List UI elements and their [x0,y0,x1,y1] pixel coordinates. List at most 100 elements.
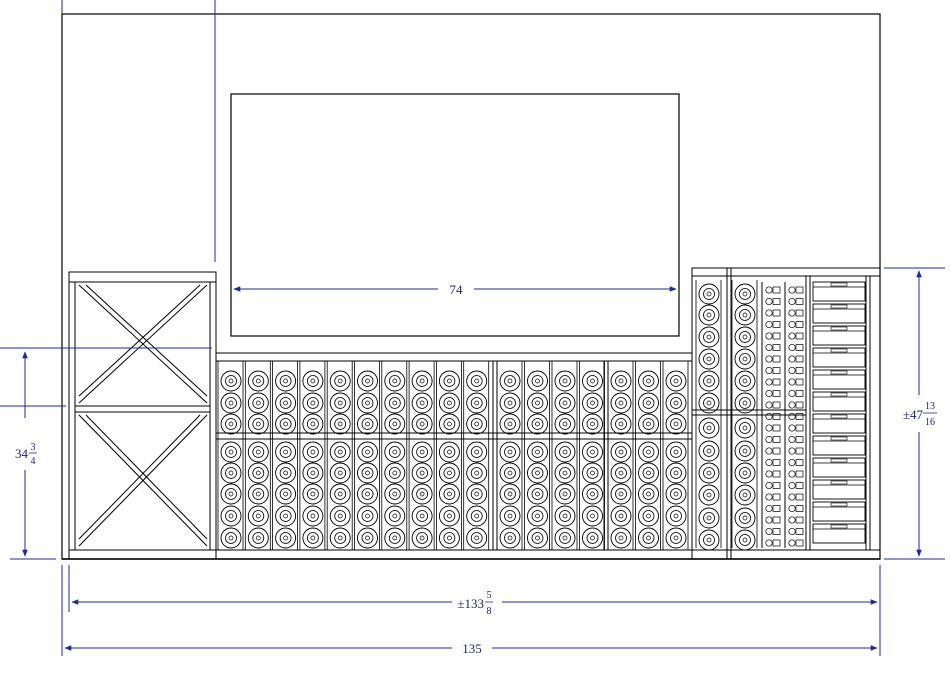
peg-bottle-neck [765,355,781,363]
bottle-end [499,527,521,549]
peg-bottle-neck [788,332,804,340]
right-rack-bottles [695,280,804,551]
bottle-end [302,413,324,435]
peg-bottle-neck [765,424,781,432]
drawer [812,303,866,324]
bottle-end [466,483,488,505]
bottle-end [220,413,242,435]
bottle-end [466,527,488,549]
inner-width-whole: ±133 [457,596,484,611]
bottle-end [411,505,433,527]
peg-bottle-neck [765,286,781,294]
bottle-end [247,370,269,392]
bottle-end [638,392,659,414]
bottle-end [582,370,603,392]
peg-bottle-neck [765,527,781,536]
bottle-end [698,348,720,370]
bottle-end [665,441,687,463]
bottle-end [220,441,242,463]
bottle-end [384,413,406,435]
bottle-end [302,483,324,505]
bottle-end [384,392,406,414]
bottle-end [527,505,548,527]
right-height-whole: ±47 [903,407,924,422]
peg-bottle-neck [765,309,781,317]
bottle-end [527,441,548,463]
bottle-end [665,392,687,414]
bottle-end [466,370,488,392]
bottle-end [665,413,687,435]
bottle-end [275,505,297,527]
bottle-end [527,413,548,435]
drawer [812,435,866,456]
bottle-end [247,392,269,414]
peg-bottle-neck [765,435,781,444]
bottle-end [438,392,460,414]
tv-frame [230,93,680,337]
drawer [812,325,866,346]
peg-bottle-neck [788,309,804,317]
bottle-end [329,413,351,435]
peg-bottle-neck [765,458,781,467]
bottle-end [438,370,460,392]
bottle-end [247,483,269,505]
bottle-end [665,483,687,505]
bottle-end [247,505,269,527]
peg-bottle-neck [765,401,781,409]
bottle-end [275,483,297,505]
bottle-end [438,505,460,527]
bottle-end [499,413,521,435]
peg-bottle-neck [765,343,781,352]
bottle-end [329,392,351,414]
peg-bottle-neck [788,516,804,524]
drawer [812,479,866,500]
bottle-end [734,304,756,326]
bottle-end [499,392,521,414]
bottle-end [665,527,687,549]
bottle-end [329,483,351,505]
peg-bottle-neck [788,539,804,547]
drawer [812,457,866,478]
bottle-end [665,505,687,527]
right-height-denominator: 16 [925,417,935,428]
bottle-end [610,441,632,463]
peg-bottle-neck [765,297,781,306]
display-drawers [812,281,866,544]
bottle-end [329,505,351,527]
main-rack-bottles [217,361,689,550]
bottle-end [698,440,720,462]
bottle-end [638,413,659,435]
bottle-end [554,413,576,435]
bottle-end [466,413,488,435]
right-height-numerator: 13 [925,401,935,412]
peg-bottle-neck [788,412,804,421]
bottle-end [554,505,576,527]
bottle-end [734,484,756,506]
peg-bottle-neck [788,481,804,490]
bottle-end [329,441,351,463]
bottle-end [302,527,324,549]
peg-bottle-neck [788,435,804,444]
bottle-end [554,370,576,392]
bottle-end [638,483,659,505]
bottle-end [357,483,378,505]
bottle-end [384,483,406,505]
bottle-end [734,440,756,462]
peg-bottle-neck [788,355,804,363]
bottle-end [384,505,406,527]
peg-bottle-neck [765,493,781,501]
bottle-end [734,529,756,551]
bottle-end [734,417,756,439]
tv-width-label: 74 [450,282,464,297]
bottle-end [357,505,378,527]
peg-bottle-neck [765,378,781,386]
bottle-end [357,413,378,435]
bottle-end [411,527,433,549]
bottle-end [698,283,720,305]
peg-bottle-neck [765,504,781,513]
bottle-end [610,413,632,435]
left-height-denominator: 4 [31,456,36,467]
peg-bottle-neck [765,332,781,340]
bottle-end [357,462,378,484]
peg-bottle-neck [765,320,781,329]
